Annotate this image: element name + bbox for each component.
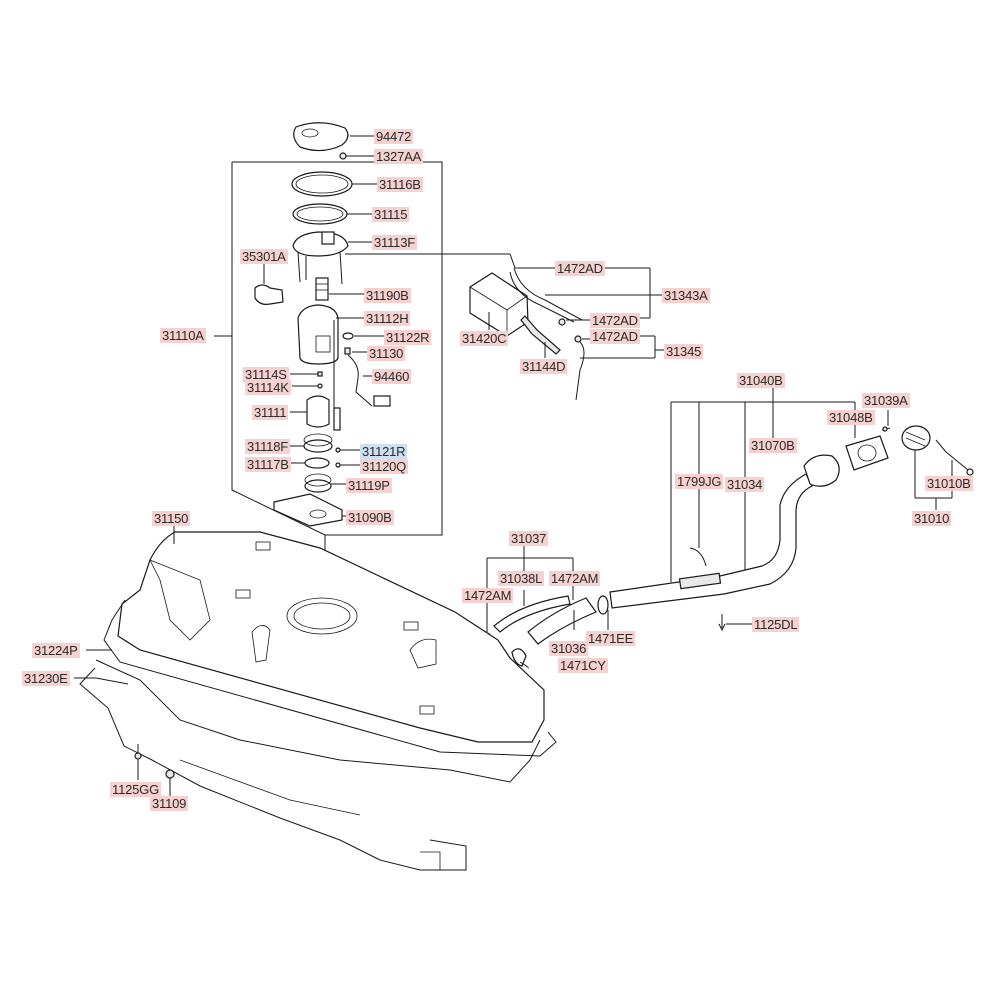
part-label-31122R[interactable]: 31122R	[384, 330, 432, 345]
pad-part[interactable]	[273, 493, 343, 527]
fuel-tank-part[interactable]	[117, 531, 545, 743]
bracket-part[interactable]	[304, 473, 332, 493]
seal-ring-part[interactable]	[304, 457, 330, 469]
part-label-31117B[interactable]: 31117B	[245, 457, 291, 472]
part-label-31090B[interactable]: 31090B	[346, 510, 394, 525]
part-label-31130[interactable]: 31130	[367, 346, 406, 361]
part-label-31144D[interactable]: 31144D	[520, 359, 568, 374]
part-label-31038L[interactable]: 31038L	[498, 571, 545, 586]
cover-plate-part[interactable]	[293, 122, 349, 152]
part-label-31115[interactable]: 31115	[372, 207, 410, 222]
part-label-31343A[interactable]: 31343A	[662, 288, 710, 303]
filler-gasket-part[interactable]	[845, 435, 889, 471]
retainer-ring-part[interactable]	[291, 171, 353, 197]
part-label-31039A[interactable]: 31039A	[862, 393, 910, 408]
fuel-filter-part[interactable]	[306, 395, 330, 428]
part-label-31114K[interactable]: 31114K	[245, 380, 291, 395]
pressure-sensor-part[interactable]	[254, 284, 284, 305]
part-label-31070B[interactable]: 31070B	[749, 438, 797, 453]
cap-part[interactable]	[335, 462, 341, 468]
part-label-31111[interactable]: 31111	[252, 405, 289, 420]
part-label-1471EE[interactable]: 1471EE	[586, 631, 636, 646]
part-label-1472AD[interactable]: 1472AD	[555, 261, 605, 276]
heat-protector-part[interactable]	[79, 659, 541, 871]
part-label-31420C[interactable]: 31420C	[460, 331, 509, 346]
part-label-31109[interactable]: 31109	[150, 796, 189, 811]
part-label-1472AM[interactable]: 1472AM	[462, 588, 514, 603]
part-label-31113F[interactable]: 31113F	[372, 235, 417, 250]
part-label-31040B[interactable]: 31040B	[737, 373, 785, 388]
part-label-1472AD[interactable]: 1472AD	[590, 329, 640, 344]
part-label-31114S[interactable]: 31114S	[243, 367, 289, 382]
hose-clamp-part[interactable]	[597, 595, 609, 615]
vapor-hose-part[interactable]	[520, 315, 561, 355]
part-label-31120Q[interactable]: 31120Q	[360, 459, 409, 474]
filler-hose-part[interactable]	[527, 597, 597, 645]
part-label-31110A[interactable]: 31110A	[160, 328, 206, 343]
check-valve-part[interactable]	[315, 277, 329, 301]
part-label-1472AD[interactable]: 1472AD	[590, 313, 640, 328]
part-label-31118F[interactable]: 31118F	[245, 439, 290, 454]
nut-part[interactable]	[165, 769, 175, 779]
part-label-31036[interactable]: 31036	[549, 641, 589, 656]
part-label-1327AA[interactable]: 1327AA	[374, 149, 424, 164]
part-label-31010[interactable]: 31010	[912, 511, 952, 526]
part-label-31150[interactable]: 31150	[152, 511, 191, 526]
clip-part[interactable]	[335, 447, 341, 453]
part-label-31224P[interactable]: 31224P	[32, 643, 80, 658]
o-ring-part[interactable]	[342, 332, 354, 340]
part-label-31034[interactable]: 31034	[725, 477, 765, 492]
pump-flange-part[interactable]	[292, 231, 349, 285]
washer-part[interactable]	[317, 383, 323, 389]
part-label-31121R[interactable]: 31121R	[360, 444, 408, 459]
part-label-31112H[interactable]: 31112H	[364, 311, 411, 326]
screw-part[interactable]	[882, 426, 888, 432]
tank-band-part[interactable]	[103, 599, 557, 757]
part-label-94472[interactable]: 94472	[374, 129, 414, 144]
part-label-31190B[interactable]: 31190B	[364, 288, 411, 303]
part-label-31230E[interactable]: 31230E	[22, 671, 70, 686]
breather-hose-part[interactable]	[493, 595, 571, 633]
part-label-35301A[interactable]: 35301A	[240, 249, 288, 264]
part-label-1471CY[interactable]: 1471CY	[558, 658, 608, 673]
filler-neck-part[interactable]	[609, 454, 840, 609]
part-label-31010B[interactable]: 31010B	[925, 476, 973, 491]
part-label-31345[interactable]: 31345	[664, 344, 704, 359]
part-label-31116B[interactable]: 31116B	[377, 177, 423, 192]
part-label-1799JG[interactable]: 1799JG	[675, 474, 724, 489]
part-label-1125DL[interactable]: 1125DL	[752, 617, 800, 632]
pump-body-part[interactable]	[297, 304, 339, 365]
clip-part[interactable]	[574, 335, 582, 343]
fuel-cap-part[interactable]	[901, 425, 931, 451]
bolt-part[interactable]	[134, 752, 142, 760]
canister-part[interactable]	[469, 272, 529, 337]
bracket-part[interactable]	[511, 648, 527, 667]
part-label-94460[interactable]: 94460	[372, 369, 412, 384]
part-label-1472AM[interactable]: 1472AM	[549, 571, 601, 586]
wiring-harness-part[interactable]	[344, 347, 391, 407]
clip-part[interactable]	[558, 318, 566, 326]
part-label-31037[interactable]: 31037	[509, 531, 549, 546]
part-label-31048B[interactable]: 31048B	[827, 410, 875, 425]
nut-part[interactable]	[339, 152, 347, 160]
cap-strap-part[interactable]	[935, 439, 969, 471]
part-label-31119P[interactable]: 31119P	[346, 478, 392, 493]
strainer-cup-part[interactable]	[303, 433, 333, 453]
part-label-1125GG[interactable]: 1125GG	[110, 782, 161, 797]
filter-part[interactable]	[317, 371, 323, 377]
